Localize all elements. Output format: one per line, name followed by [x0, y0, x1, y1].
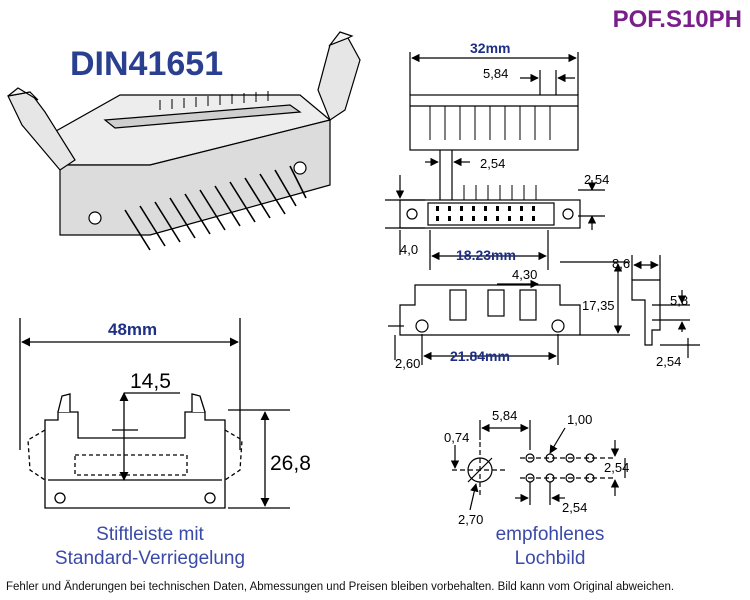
dim-2-54-side: 2,54 [656, 354, 682, 369]
footer-disclaimer: Fehler und Änderungen bei technischen Da… [6, 581, 675, 593]
dim-26-8: 26,8 [270, 452, 311, 475]
caption-left-line2: Standard-Verriegelung [54, 548, 246, 569]
plan-view-drawing [385, 175, 605, 270]
dim-18-23mm: 18.23mm [456, 247, 516, 263]
dim-hole-5-84: 5,84 [492, 408, 518, 423]
dim-21-84mm: 21.84mm [450, 348, 510, 364]
top-view-drawing [409, 52, 579, 200]
front-view-drawing [19, 318, 290, 509]
dim-hole-2-54-vertical: 2,54 [604, 460, 630, 475]
dim-32mm: 32mm [470, 40, 511, 56]
caption-left-line1: Stiftleiste mit [96, 524, 204, 545]
connector-3d-illustration [7, 31, 361, 251]
dim-hole-0-74: 0,74 [444, 430, 470, 445]
hole-pattern-drawing [450, 420, 626, 511]
caption-right-line2: Lochbild [514, 548, 586, 569]
dim-14-5: 14,5 [130, 370, 171, 393]
dim-8-6: 8,6 [612, 256, 631, 271]
dim-48mm: 48mm [108, 320, 158, 339]
dim-hole-2-70: 2,70 [458, 512, 484, 527]
part-code-label: POF.S10PH [612, 6, 742, 33]
dim-5-84-top: 5,84 [483, 66, 509, 81]
dim-5-8: 5,8 [670, 293, 689, 308]
dim-2-54-pin: 2,54 [480, 156, 506, 171]
lower-front-view-drawing [388, 255, 700, 365]
dim-hole-1-00: 1,00 [567, 412, 593, 427]
dim-4-30: 4,30 [512, 267, 538, 282]
dim-17-35: 17,35 [582, 298, 615, 313]
dim-4-0: 4,0 [400, 242, 419, 257]
dim-hole-2-54-horizontal: 2,54 [562, 500, 588, 515]
dim-2-54-row: 2,54 [584, 172, 610, 187]
caption-right-line1: empfohlenes [495, 524, 605, 545]
product-title: DIN41651 [70, 45, 224, 83]
dim-2-60: 2,60 [395, 356, 421, 371]
